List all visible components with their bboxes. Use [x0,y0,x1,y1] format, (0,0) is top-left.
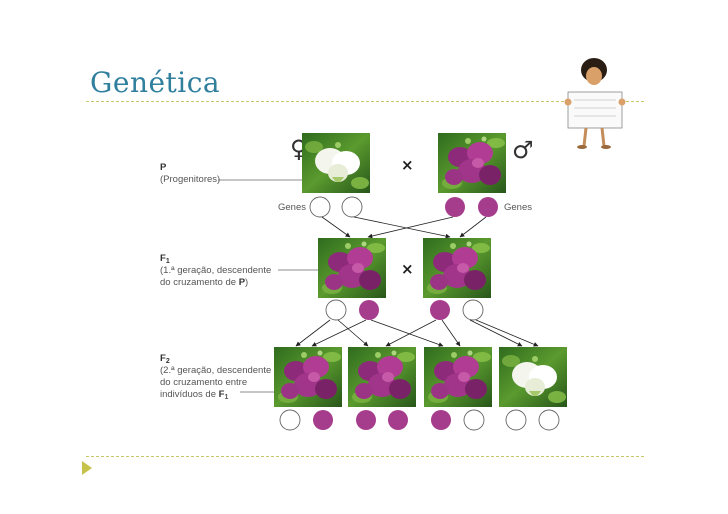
gene-circle-dominant [431,410,451,430]
label-f2-desc2: do cruzamento entre [160,377,247,388]
top-divider [86,101,644,102]
mascot-illustration [564,58,626,149]
gene-circle-recessive [325,299,347,321]
p-white-flower-image [302,133,370,193]
label-f2-desc1: (2.ª geração, descendente [160,365,271,376]
page-title: Genética [90,66,221,99]
gene-circle-dominant [359,300,379,320]
gene-circle-recessive [279,409,301,431]
cross-icon: × [401,156,414,174]
bottom-divider [86,456,644,457]
label-f1-desc1: (1.ª geração, descendente [160,265,271,276]
genes-label-left: Genes [278,202,306,213]
f2-purple-flower-image [424,347,492,407]
cross-icon: × [401,260,414,278]
label-f1-desc2: do cruzamento de P) [160,277,248,288]
f1-purple-flower-image [318,238,386,298]
label-p: P [160,162,167,173]
f1-purple-flower-image [423,238,491,298]
gene-circle-dominant [388,410,408,430]
next-slide-arrow-icon[interactable] [82,461,92,475]
male-icon: ♂ [512,136,534,164]
f2-white-flower-image [499,347,567,407]
gene-circle-recessive [309,196,331,218]
gene-circle-dominant [430,300,450,320]
gene-circle-dominant [313,410,333,430]
p-purple-flower-image [438,133,506,193]
gene-circle-recessive [341,196,363,218]
genes-label-right: Genes [504,202,532,213]
gene-circle-dominant [356,410,376,430]
gene-circle-recessive [538,409,560,431]
gene-circle-dominant [445,197,465,217]
label-f1: F1 [160,253,170,265]
label-p-desc: (Progenitores) [160,174,220,185]
gene-circle-recessive [463,409,485,431]
gene-circle-recessive [462,299,484,321]
f2-purple-flower-image [274,347,342,407]
label-f2: F2 [160,353,170,365]
label-f2-desc3: indivíduos de F1 [160,389,228,401]
gene-circle-dominant [478,197,498,217]
gene-circle-recessive [505,409,527,431]
f2-purple-flower-image [348,347,416,407]
